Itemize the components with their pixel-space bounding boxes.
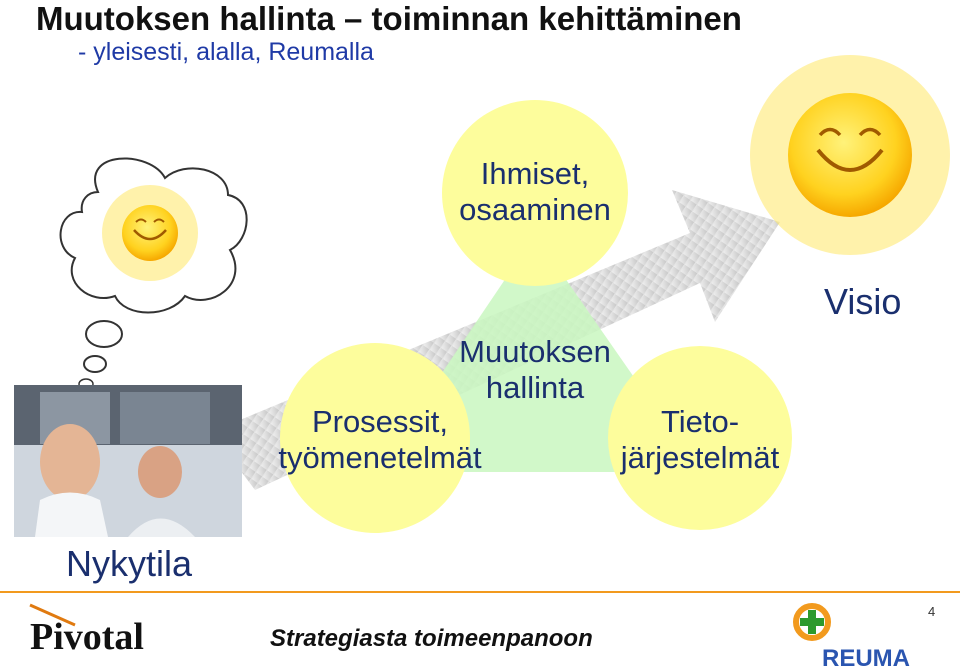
svg-text:REUMA: REUMA: [822, 645, 910, 670]
svg-text:Pivotal: Pivotal: [30, 616, 144, 658]
process-label: Prosessit, työmenetelmät: [250, 404, 510, 476]
systems-circle: [608, 346, 792, 530]
small-sun-icon: [102, 185, 198, 281]
slide-title: Muutoksen hallinta – toiminnan kehittämi…: [36, 0, 742, 37]
process-text: Prosessit, työmenetelmät: [278, 404, 482, 475]
people-text: Ihmiset, osaaminen: [459, 156, 611, 227]
change-management-label: Muutoksen hallinta: [430, 334, 640, 406]
page-number: 4: [928, 604, 936, 619]
vision-label: Visio: [824, 281, 902, 322]
systems-label: Tieto- järjestelmät: [590, 404, 810, 476]
people-circle: [442, 100, 628, 286]
systems-text: Tieto- järjestelmät: [620, 404, 780, 475]
footer-tagline: Strategiasta toimeenpanoon: [270, 625, 593, 652]
slide-subtitle: - yleisesti, alalla, Reumalla: [78, 38, 374, 66]
doctor-photo: [14, 385, 242, 537]
change-management-text: Muutoksen hallinta: [459, 334, 611, 405]
current-state-label: Nykytila: [66, 543, 193, 584]
pivotal-logo: Pivotal: [28, 603, 144, 658]
process-circle: [280, 343, 470, 533]
reuma-logo: REUMA: [793, 603, 910, 670]
people-label: Ihmiset, osaaminen: [435, 156, 635, 228]
vision-sun-icon: [750, 55, 950, 255]
